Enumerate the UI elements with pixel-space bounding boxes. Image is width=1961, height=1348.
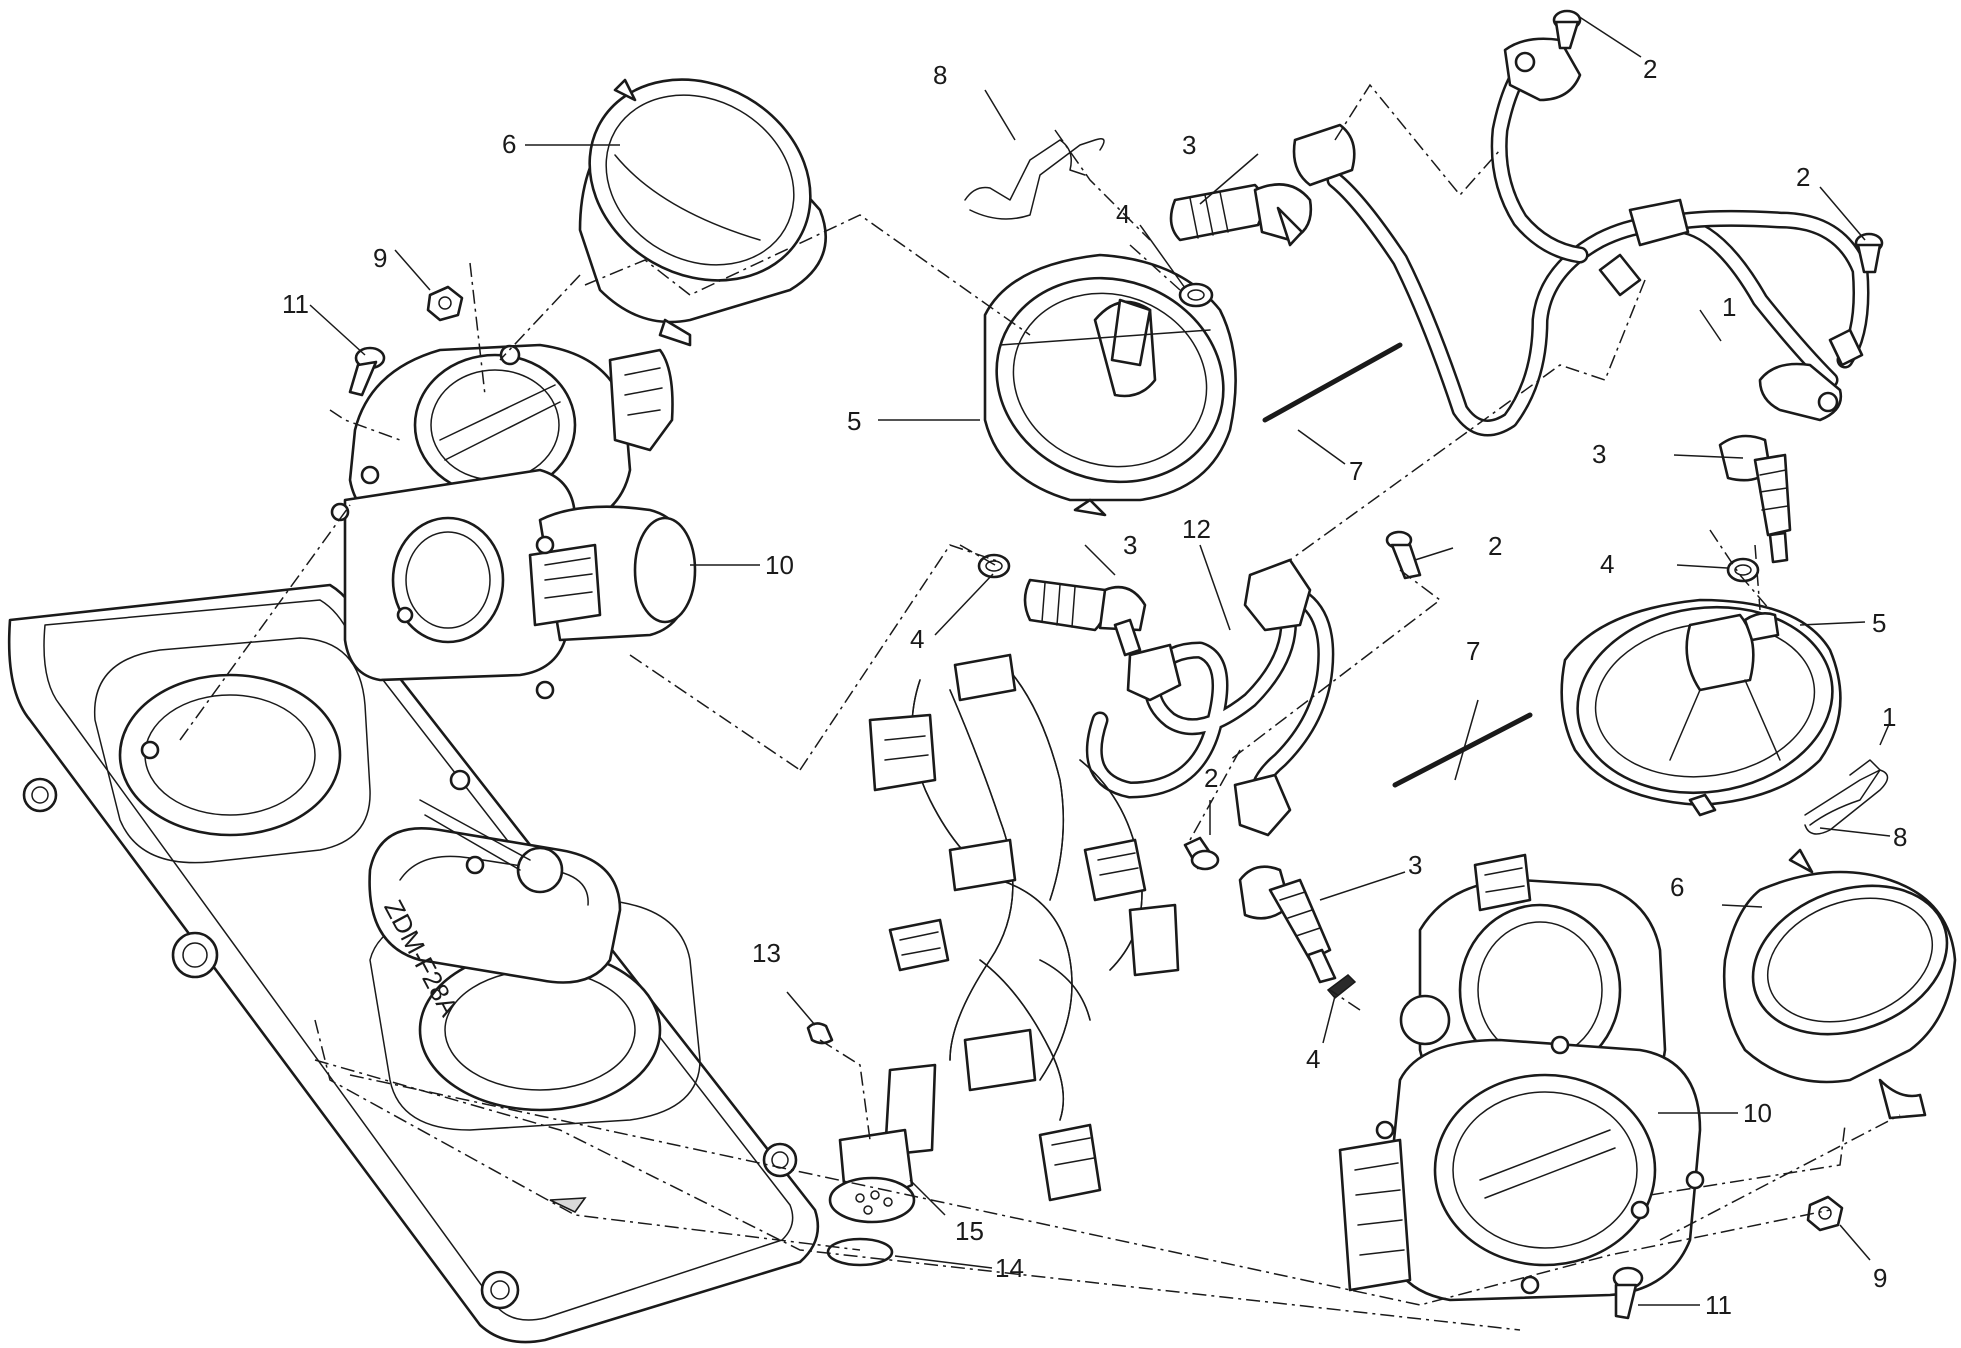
callout-12: 12 [1182,514,1211,544]
callout-11-left: 11 [282,289,309,319]
screw-top-right [1552,9,1582,50]
throttle-body-right [1338,853,1705,1302]
callout-15: 15 [955,1216,984,1246]
o-ring-right [1726,557,1760,583]
callout-3-right: 3 [1592,439,1606,469]
o-ring-top [1178,282,1214,308]
callout-6-left: 6 [502,129,516,159]
fuel-hose-top [1292,37,1870,437]
callout-1-top: 1 [1722,292,1736,322]
callout-2-right: 2 [1796,162,1810,192]
intake-funnel-left [578,78,828,347]
callout-8-top: 8 [933,60,947,90]
callout-2-middle: 2 [1488,531,1502,561]
callout-3-top: 3 [1182,130,1196,160]
callout-3-middle: 3 [1123,530,1137,560]
rod-top [1262,342,1403,423]
airbox-plate: ZDM-F28A [7,583,820,1344]
bolt-right [1612,1266,1644,1320]
callout-2-top: 2 [1643,54,1657,84]
injector-holder-right [1560,598,1842,817]
callout-4-right: 4 [1600,549,1614,579]
injector-top [1169,183,1313,247]
callout-5-top: 5 [847,406,861,436]
callout-5-right: 5 [1872,608,1886,638]
injector-middle [1023,578,1147,657]
callout-7-top: 7 [1349,456,1363,486]
wiring-harness [868,558,1335,1202]
callout-11-right: 11 [1705,1290,1732,1320]
callout-3-lower: 3 [1408,850,1422,880]
callouts: 1 1 2 2 2 2 3 3 3 3 4 4 4 4 5 5 6 6 7 7 … [282,54,1907,1320]
callout-8-right: 8 [1893,822,1907,852]
callout-1-right: 1 [1882,702,1896,732]
connector-15 [828,1128,916,1224]
callout-4-middle: 4 [910,624,924,654]
intake-funnel-right [1722,848,1957,1120]
o-ring-lower [1326,974,1357,1000]
wire-clip-top [964,138,1105,220]
callout-9-right: 9 [1873,1263,1887,1293]
nut-left [426,285,464,322]
callout-14: 14 [995,1253,1024,1283]
throttle-body-left [330,343,697,700]
callout-2-lower: 2 [1204,763,1218,793]
o-ring-14 [826,1237,894,1267]
screw-middle [1385,530,1422,580]
callout-4-lower: 4 [1306,1044,1320,1074]
callout-7-right: 7 [1466,636,1480,666]
callout-9-left: 9 [373,243,387,273]
callout-13: 13 [752,938,781,968]
leader-lines [309,15,1891,1306]
injector-holder-top [983,253,1237,517]
screw-lower-middle [1183,836,1220,871]
callout-6-right: 6 [1670,872,1684,902]
wire-clip-right [1804,759,1889,835]
injector-lower [1238,865,1337,984]
rod-right [1392,712,1533,788]
clip-13 [806,1022,834,1045]
assembly-lines [179,83,1901,1331]
callout-10-right: 10 [1743,1098,1772,1128]
injector-right [1718,434,1792,564]
callout-4-top: 4 [1116,199,1130,229]
screw-right [1854,232,1884,274]
callout-10-left: 10 [765,550,794,580]
